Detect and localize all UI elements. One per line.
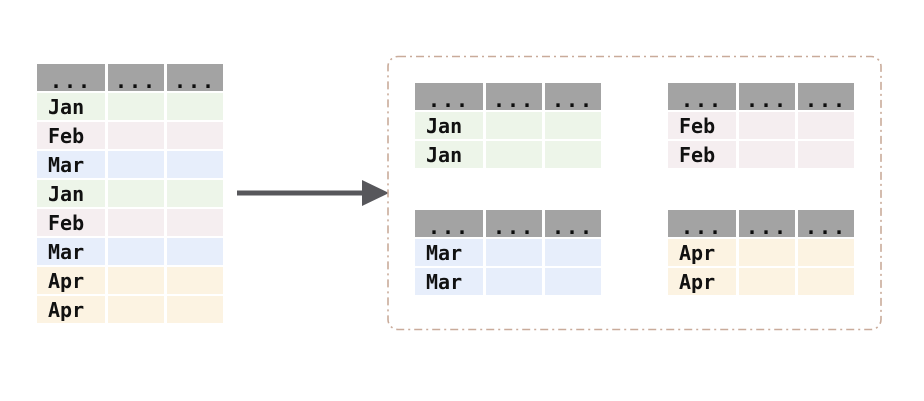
header-cell: ...: [739, 210, 795, 239]
empty-cell: [486, 239, 542, 266]
empty-cell: [167, 93, 223, 120]
header-cell: ...: [798, 210, 854, 239]
header-cell: ...: [486, 210, 542, 239]
empty-cell: [108, 267, 164, 294]
empty-cell: [167, 151, 223, 178]
month-cell: Feb: [668, 112, 736, 139]
empty-cell: [108, 151, 164, 178]
empty-cell: [108, 296, 164, 323]
month-cell: Mar: [415, 268, 483, 295]
empty-cell: [486, 112, 542, 139]
month-cell: Feb: [37, 209, 105, 236]
month-cell: Apr: [668, 239, 736, 266]
empty-cell: [108, 238, 164, 265]
month-cell: Apr: [668, 268, 736, 295]
empty-cell: [545, 268, 601, 295]
empty-cell: [798, 112, 854, 139]
month-cell: Mar: [37, 238, 105, 265]
header-cell: ...: [486, 83, 542, 112]
empty-cell: [167, 238, 223, 265]
empty-cell: [545, 141, 601, 168]
empty-cell: [545, 239, 601, 266]
month-cell: Jan: [37, 93, 105, 120]
empty-cell: [739, 112, 795, 139]
empty-cell: [167, 209, 223, 236]
month-cell: Feb: [37, 122, 105, 149]
empty-cell: [108, 122, 164, 149]
empty-cell: [167, 296, 223, 323]
month-cell: Jan: [415, 112, 483, 139]
empty-cell: [167, 122, 223, 149]
header-cell: ...: [739, 83, 795, 112]
empty-cell: [108, 180, 164, 207]
month-cell: Mar: [37, 151, 105, 178]
month-cell: Jan: [415, 141, 483, 168]
empty-cell: [798, 141, 854, 168]
empty-cell: [545, 112, 601, 139]
empty-cell: [798, 239, 854, 266]
header-cell: ...: [545, 210, 601, 239]
group-table-feb: ... ... ... Feb Feb: [668, 83, 854, 168]
header-cell: ...: [415, 210, 483, 239]
header-cell: ...: [668, 210, 736, 239]
header-cell: ...: [108, 64, 164, 93]
header-cell: ...: [167, 64, 223, 93]
month-cell: Mar: [415, 239, 483, 266]
empty-cell: [486, 268, 542, 295]
empty-cell: [739, 141, 795, 168]
month-cell: Apr: [37, 267, 105, 294]
header-cell: ...: [415, 83, 483, 112]
month-cell: Feb: [668, 141, 736, 168]
group-table-jan: ... ... ... Jan Jan: [415, 83, 601, 168]
groups-container-border: [387, 55, 882, 331]
empty-cell: [739, 239, 795, 266]
group-table-mar: ... ... ... Mar Mar: [415, 210, 601, 295]
group-table-apr: ... ... ... Apr Apr: [668, 210, 854, 295]
header-cell: ...: [37, 64, 105, 93]
month-cell: Apr: [37, 296, 105, 323]
empty-cell: [167, 180, 223, 207]
empty-cell: [798, 268, 854, 295]
flow-arrow-icon: [237, 180, 389, 206]
header-cell: ...: [545, 83, 601, 112]
empty-cell: [167, 267, 223, 294]
empty-cell: [108, 93, 164, 120]
empty-cell: [739, 268, 795, 295]
empty-cell: [108, 209, 164, 236]
header-cell: ...: [668, 83, 736, 112]
month-cell: Jan: [37, 180, 105, 207]
source-table: ... ... ... Jan Feb Mar Jan Feb Mar Apr …: [37, 64, 223, 323]
header-cell: ...: [798, 83, 854, 112]
empty-cell: [486, 141, 542, 168]
